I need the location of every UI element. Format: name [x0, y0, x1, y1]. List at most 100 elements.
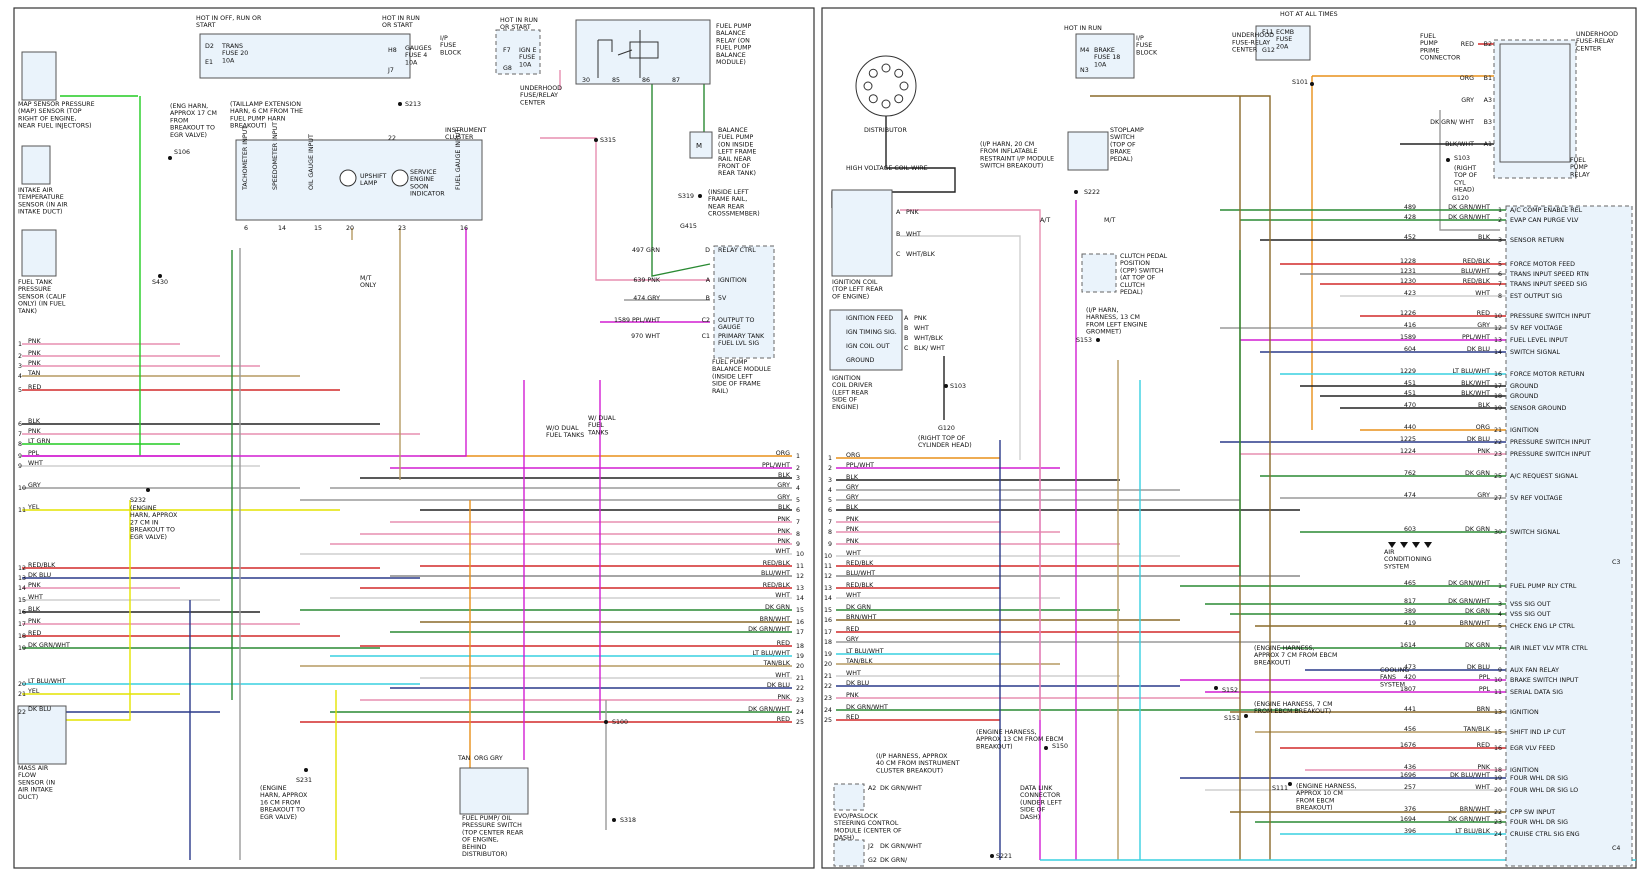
relay-module-pin-label: RELAY CTRL [718, 247, 756, 254]
label-line: (AT TOP OF [1120, 275, 1156, 282]
left-panel-frame [13, 7, 815, 869]
label-line: ONLY) (IN FUEL [18, 301, 66, 308]
pcm2-color: PPL [1479, 686, 1491, 693]
pcm2-pin: 9 [1498, 667, 1502, 674]
right-row-color: PPL/WHT [762, 462, 790, 469]
pcm-func: A/C COMP ENABLE REL [1510, 207, 1583, 214]
pcm2-color: DK GRN/WHT [1448, 598, 1490, 605]
label-line: STOPLAMP [1110, 127, 1144, 134]
rp-row-pin: 8 [828, 529, 832, 536]
row-pin: 4 [18, 373, 22, 380]
instrument-cluster [235, 139, 483, 221]
pcm-color: RED [1477, 310, 1490, 317]
label-line: OUTPUT TO [718, 317, 755, 324]
distributor-terminal [868, 94, 878, 104]
relay-module-wire: 497 GRN [632, 247, 660, 254]
pcm2-pin: 20 [1494, 787, 1502, 794]
right-row-color: TAN/BLK [763, 660, 791, 667]
pcm2-func: FUEL PUMP RLY CTRL [1510, 583, 1577, 590]
pcm2-color: PPL [1479, 674, 1491, 681]
label-line: FUSE/RELAY [520, 92, 558, 99]
rp-row-color: LT BLU/WHT [846, 648, 884, 655]
pcm2-func: AUX FAN RELAY [1510, 667, 1559, 674]
pcm2-func: VSS SIG OUT [1510, 611, 1551, 618]
label-line: PRIME [1420, 47, 1439, 54]
row-pin: 9 [18, 463, 22, 470]
right-row-color: RED/BLK [763, 582, 791, 589]
rp-row-color: RED/BLK [846, 560, 874, 567]
pcm-func: SENSOR RETURN [1510, 237, 1564, 244]
label-line: FLOW [18, 772, 37, 779]
label-line: DISTRIBUTOR) [462, 851, 507, 858]
label-line: 16 CM FROM [260, 799, 300, 806]
s151-dot [1244, 714, 1248, 718]
label-line: (TOP LEFT REAR [832, 286, 884, 293]
pcm2-pin: 15 [1494, 729, 1502, 736]
label-line: FROM LEFT ENGINE [1086, 321, 1147, 328]
cluster-input: SPEEDOMETER INPUT [272, 122, 279, 190]
label-line: TEMPERATURE [17, 194, 64, 201]
service-lamp-icon [391, 169, 409, 187]
pcm-circuit: 1230 [1400, 278, 1416, 285]
row-color: LT GRN [28, 438, 51, 445]
pcm2-circuit: 456 [1404, 726, 1416, 733]
pcm-color: BLU/WHT [1461, 268, 1490, 275]
right-row-pin: 23 [796, 697, 804, 704]
label-line: AIR INTAKE [18, 787, 53, 794]
s152-dot [1214, 686, 1218, 690]
label-line: FROM INFLATABLE [980, 148, 1038, 155]
cluster-pin: 16 [460, 225, 468, 232]
pcm2-circuit: 436 [1404, 764, 1416, 771]
row-pin: 3 [18, 363, 22, 370]
label-line: CONNECTOR [1420, 55, 1461, 62]
coil-driver [829, 309, 903, 371]
s319-dot [698, 194, 702, 198]
ip-fuse-block-right [1075, 33, 1135, 79]
evo-pin-color: DK GRN/WHT [880, 843, 922, 850]
rp-row-color: PNK [846, 692, 860, 699]
label-line: HARN, APPROX [130, 512, 178, 519]
pcm2-circuit: 473 [1404, 664, 1416, 671]
label-line: SYSTEM [1384, 563, 1409, 570]
pcm2-pin: 7 [1498, 645, 1502, 652]
rp-row-pin: 18 [824, 639, 832, 646]
label-line: FUSE [1136, 42, 1152, 49]
s100-label: S100 [612, 719, 628, 726]
pcm2-pin: 5 [1498, 623, 1502, 630]
label-line: RELAY [1570, 171, 1590, 178]
label-line: W/ DUAL [588, 415, 616, 422]
cluster-pin: 23 [398, 225, 406, 232]
pcm-pin: 6 [1498, 271, 1502, 278]
fuel-pump-balance-module [713, 245, 775, 359]
wires-layer [22, 43, 1636, 861]
rp-row-color: GRY [846, 636, 859, 643]
pin-d2: D2 [205, 43, 214, 50]
label-line: MASS AIR [18, 765, 49, 772]
hot-all-label: HOT AT ALL TIMES [1280, 11, 1338, 18]
balance-relay [575, 19, 711, 85]
label-line: FUEL [1420, 33, 1436, 40]
label-line: BREAKOUT TO [130, 527, 175, 534]
label-line: BALANCE [716, 52, 746, 59]
s232-label: S232 [130, 497, 146, 504]
coil-driver-row: IGN TIMING SIG. [846, 329, 897, 336]
s111-dot [1288, 782, 1292, 786]
pin-f11: F11 [1262, 29, 1274, 36]
pcm2-func: FOUR WHL DR SIG [1510, 819, 1568, 826]
right-row-color: GRY [777, 482, 790, 489]
label-line: (TOP CENTER REAR [462, 829, 524, 836]
label-line: IGNITION [832, 375, 861, 382]
pcm2-circuit: 1696 [1400, 772, 1416, 779]
row-pin: 14 [18, 585, 26, 592]
pcm2-pin: 22 [1494, 809, 1502, 816]
label-line: (ENGINE HARNESS, 7 CM [1254, 701, 1333, 708]
label-line: DASH) [834, 835, 854, 842]
